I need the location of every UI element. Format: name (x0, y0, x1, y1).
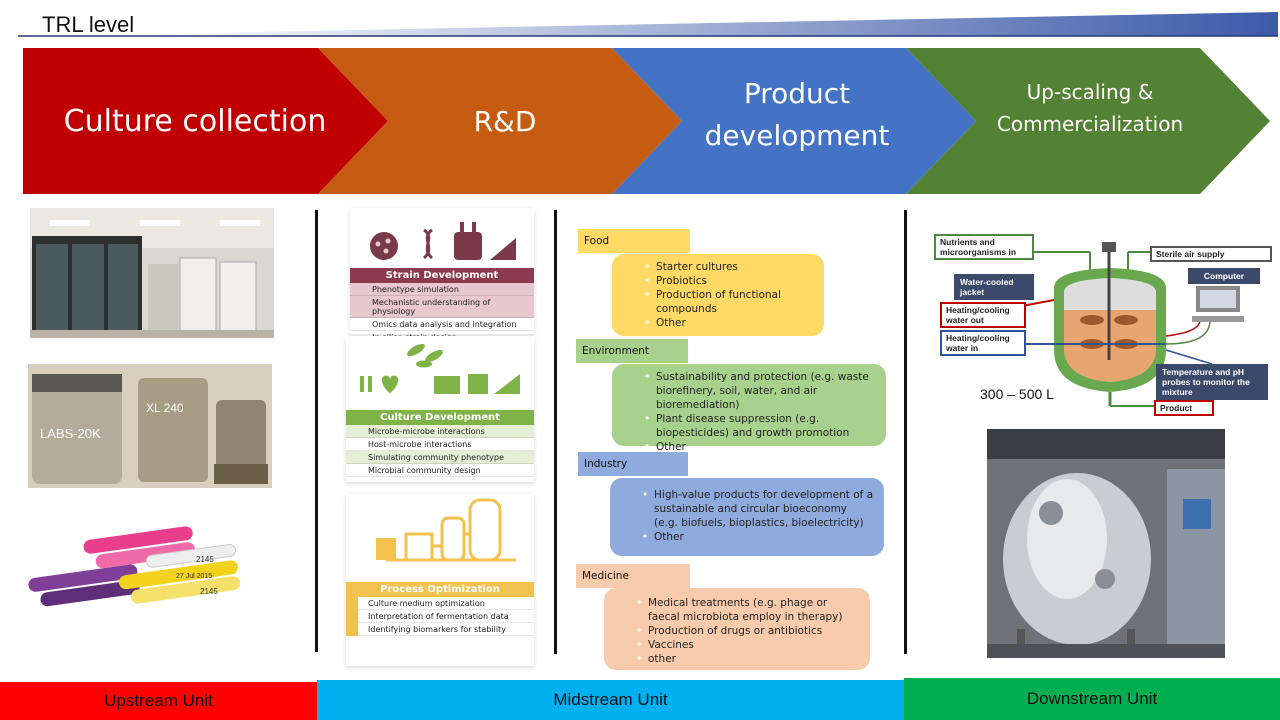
downstream-unit-bar: Downstream Unit (904, 678, 1280, 720)
tank1-label: LABS-20K (40, 426, 101, 441)
stage-label-rd: R&D (473, 104, 537, 138)
stage-chevrons (23, 48, 1270, 194)
culture-item-3: Simulating community phenotype (346, 451, 534, 464)
fermenter-photo (987, 429, 1225, 658)
strain-development-card: Strain Development Phenotype simulation … (350, 208, 534, 344)
culture-icons (360, 343, 520, 394)
environment-item-3: Other (644, 440, 876, 454)
strain-item-2: Mechanistic understanding of physiology (350, 296, 534, 318)
chevron-upscaling (906, 48, 1270, 194)
upstream-unit-bar: Upstream Unit (0, 682, 317, 720)
separator-3 (904, 210, 907, 654)
tube-label-2: 27 Jul 2015 (176, 573, 212, 580)
process-optimization-card: Process Optimization Culture medium opti… (346, 494, 534, 666)
product-out-label: Product (1154, 400, 1214, 416)
volume-label: 300 – 500 L (980, 386, 1054, 402)
trl-gradient-bar (18, 12, 1278, 37)
trl-level-title: TRL level (42, 12, 135, 37)
environment-label: Environment (576, 339, 688, 363)
cryo-tubes-photo: 2145 27 Jul 2015 2145 (8, 522, 290, 626)
process-item-2: Interpretation of fermentation data (358, 610, 534, 623)
medicine-item-2: Production of drugs or antibiotics (636, 624, 860, 638)
industry-label: Industry (578, 452, 688, 476)
tube-label-3: 2145 (200, 587, 218, 596)
chevron-product (612, 48, 976, 194)
process-optimization-title: Process Optimization (346, 582, 534, 597)
medicine-item-1: Medical treatments (e.g. phage or faecal… (636, 596, 860, 624)
bioreactor-diagram: Nutrients and microorganisms in Sterile … (930, 220, 1280, 420)
medicine-item-4: other (636, 652, 860, 666)
industry-item-2: Other (642, 530, 874, 544)
strain-item-3: Omics data analysis and integration (350, 318, 534, 331)
cooling-water-out-label: Heating/cooling water out (940, 302, 1026, 328)
culture-item-4: Microbial community design (346, 464, 534, 477)
probes-label: Temperature and pH probes to monitor the… (1156, 364, 1268, 400)
computer-label: Computer (1188, 268, 1260, 284)
industry-box: High-value products for development of a… (610, 478, 884, 556)
food-box: Starter cultures Probiotics Production o… (612, 254, 824, 336)
culture-item-2: Host-microbe interactions (346, 438, 534, 451)
food-label: Food (578, 229, 690, 253)
process-icons (376, 498, 516, 562)
medicine-box: Medical treatments (e.g. phage or faecal… (604, 588, 870, 670)
environment-item-1: Sustainability and protection (e.g. wast… (644, 370, 876, 412)
lab-freezer-photo (30, 208, 274, 338)
chevron-rd (318, 48, 682, 194)
stage-label-upscaling: Up-scaling & Commercialization (996, 80, 1184, 136)
industry-item-1: High-value products for development of a… (642, 488, 874, 530)
strain-item-1: Phenotype simulation (350, 283, 534, 296)
cooling-water-in-label: Heating/cooling water in (940, 330, 1026, 356)
chevron-culture (23, 48, 388, 194)
process-item-1: Culture medium optimization (358, 597, 534, 610)
bioreactor-drawing (989, 242, 1244, 407)
tank2-label: XL 240 (146, 401, 184, 415)
water-jacket-label: Water-cooled jacket (954, 274, 1034, 300)
separator-2 (554, 210, 557, 654)
environment-item-2: Plant disease suppression (e.g. biopesti… (644, 412, 876, 440)
culture-item-1: Microbe-microbe interactions (346, 425, 534, 438)
medicine-item-3: Vaccines (636, 638, 860, 652)
separator-1 (315, 210, 318, 652)
food-item-4: Other (644, 316, 814, 330)
culture-development-card: Culture Development Microbe-microbe inte… (346, 336, 534, 482)
liquid-nitrogen-tanks-photo: LABS-20K XL 240 (28, 364, 272, 488)
culture-development-title: Culture Development (346, 410, 534, 425)
sterile-air-label: Sterile air supply (1150, 246, 1272, 262)
strain-development-title: Strain Development (350, 268, 534, 283)
process-item-3: Identifying biomarkers for stability (358, 623, 534, 636)
midstream-unit-bar: Midstream Unit (317, 680, 904, 720)
stage-label-product: Product development (704, 77, 890, 152)
food-item-3: Production of functional compounds (644, 288, 814, 316)
nutrients-in-label: Nutrients and microorganisms in (934, 234, 1034, 260)
strain-icons (370, 222, 516, 260)
tube-label-1: 2145 (196, 555, 214, 564)
environment-box: Sustainability and protection (e.g. wast… (612, 364, 886, 454)
food-item-2: Probiotics (644, 274, 814, 288)
food-item-1: Starter cultures (644, 260, 814, 274)
medicine-label: Medicine (576, 564, 690, 588)
stage-label-culture: Culture collection (63, 103, 327, 139)
